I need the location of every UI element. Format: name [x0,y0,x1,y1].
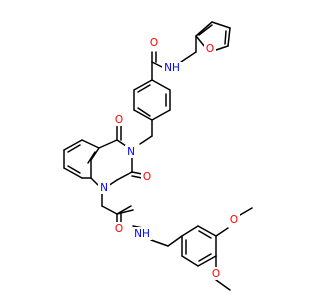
carbonyl-oxygen-c2: O [143,171,151,183]
quinazoline-n1: N [100,182,108,194]
carbonyl-oxygen-c4: O [115,114,123,126]
amide-top [151,35,197,81]
furan-oxygen: O [206,43,214,55]
amide-nitrogen-top: NH [164,62,180,74]
molecule-structure: O NH O O N O N O NH O O [63,21,253,291]
methoxy-oxygen-1: O [230,214,238,226]
benzene-ring-top [133,79,171,121]
molecule-canvas: O NH O O N O N O NH O O [63,21,253,291]
furan-ring [195,21,231,51]
amide-oxygen-top: O [150,37,158,49]
methoxy-groups [215,207,253,291]
benzyl-linker [139,119,153,145]
methoxy-oxygen-2: O [212,268,220,280]
atom-labels: O NH O O N O N O NH O O [98,36,240,280]
ethyl-linker [150,235,183,247]
amide-oxygen-bottom: O [115,223,123,235]
quinazoline-n3: N [127,146,135,158]
quinazolinedione-core [90,125,143,187]
dimethoxyphenyl-ring [181,225,217,267]
benzo-ring-left [63,139,100,179]
amide-nitrogen-bottom: NH [134,228,150,240]
